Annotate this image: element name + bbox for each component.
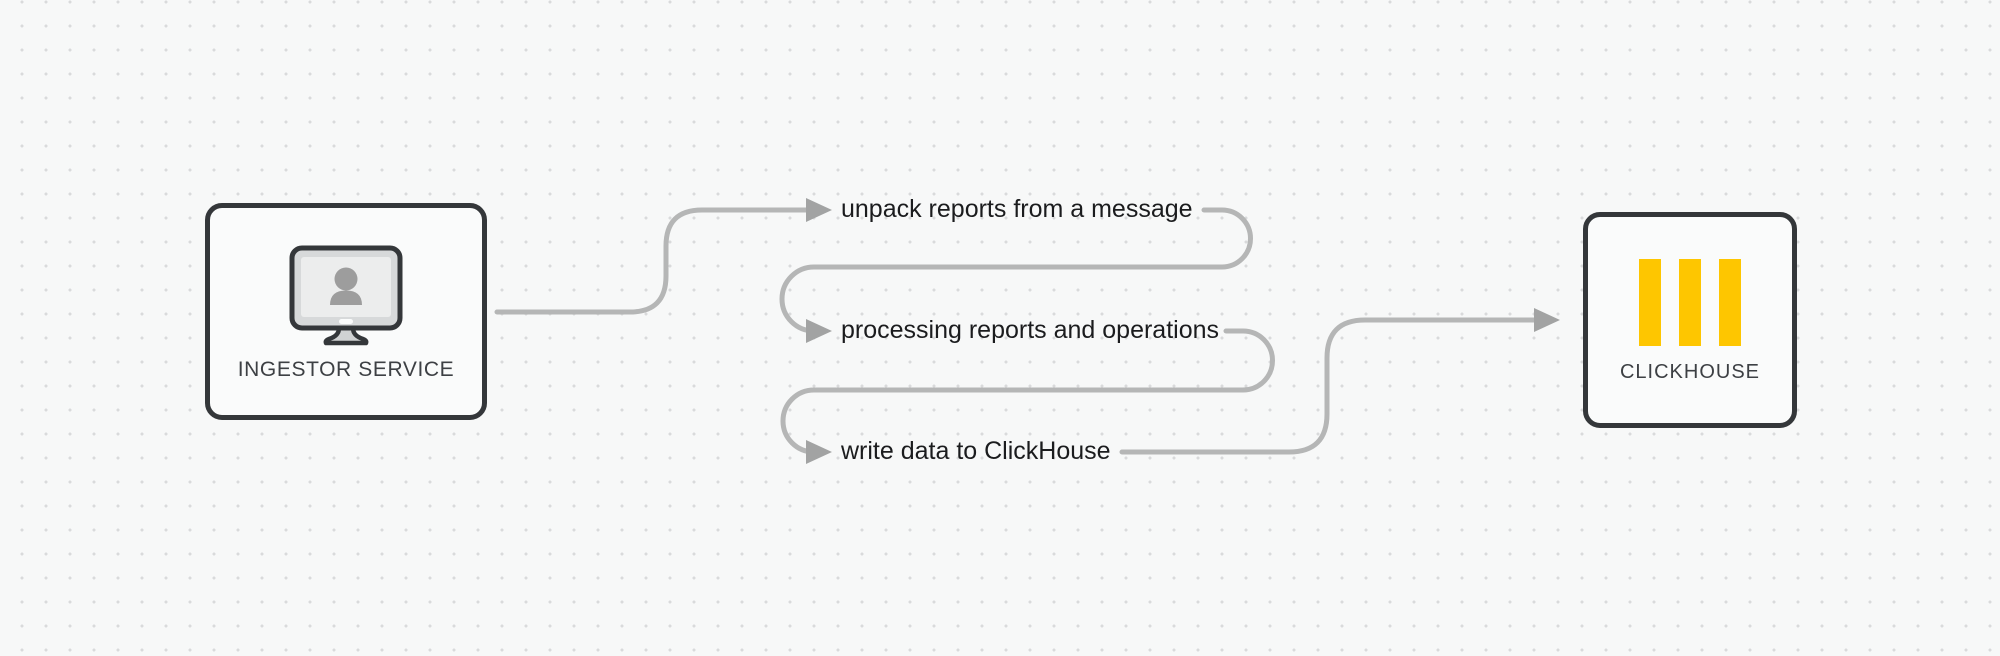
node-ingestor-service: INGESTOR SERVICE (205, 203, 487, 420)
step-label-processing-reports: processing reports and operations (841, 316, 1220, 344)
person-silhouette-icon (330, 267, 362, 305)
node-label-clickhouse: CLICKHOUSE (1619, 360, 1761, 383)
arrowhead-clickhouse (1534, 308, 1560, 332)
clickhouse-bar (1719, 258, 1741, 346)
edge-step1-to-step2 (779, 207, 1253, 334)
edge-step2-to-step3 (780, 328, 1275, 455)
step-label-unpack-reports: unpack reports from a message (841, 195, 1193, 223)
arrowhead-step2 (806, 319, 832, 343)
workstation-user-icon (289, 245, 403, 345)
clickhouse-logo-icon (1639, 258, 1741, 346)
edge-step3-to-clickhouse (1119, 317, 1537, 455)
node-clickhouse: CLICKHOUSE (1583, 212, 1797, 428)
edge-ingestor-to-step1 (494, 207, 809, 315)
step-label-write-data: write data to ClickHouse (841, 437, 1111, 465)
node-label-ingestor-service: INGESTOR SERVICE (237, 357, 455, 381)
monitor-notch (339, 318, 353, 324)
clickhouse-bar (1639, 258, 1661, 346)
arrowhead-step3 (806, 440, 832, 464)
clickhouse-bar (1679, 258, 1701, 346)
arrowhead-step1 (806, 198, 832, 222)
